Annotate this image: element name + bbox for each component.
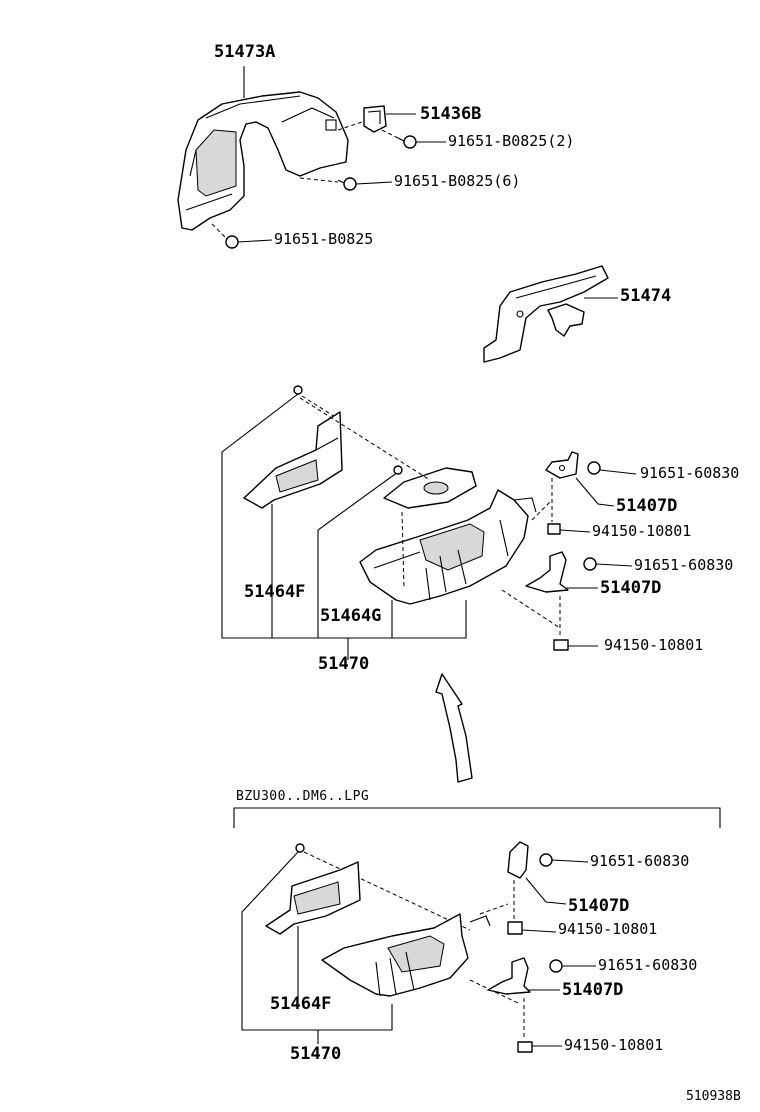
bracket-51407d-1 xyxy=(545,451,637,535)
label-bolt-91651-60830-b: 91651-60830 xyxy=(634,556,734,574)
bracket-51407d-4 xyxy=(487,957,596,1053)
label-51464f: 51464F xyxy=(244,582,306,602)
label-51464f-lower: 51464F xyxy=(270,994,332,1014)
label-51407d-d: 51407D xyxy=(562,980,624,1000)
label-nut-94150-10801-d: 94150-10801 xyxy=(564,1036,664,1054)
bolt-top-3 xyxy=(225,235,273,249)
label-51474: 51474 xyxy=(620,286,672,306)
label-51464g: 51464G xyxy=(320,606,382,626)
variant-caption: BZU300..DM6..LPG xyxy=(236,789,370,804)
bracket-51407d-2 xyxy=(525,551,633,651)
direction-arrow xyxy=(435,673,473,783)
label-51470-lower: 51470 xyxy=(290,1044,342,1064)
label-bolt-91651-60830-a: 91651-60830 xyxy=(640,464,740,482)
bolt-top-1 xyxy=(381,129,446,149)
label-51470: 51470 xyxy=(318,654,370,674)
bracket-51474 xyxy=(483,265,618,363)
fender-liner-51473a xyxy=(177,66,363,239)
label-bolt-91651-b0825-6: 91651-B0825(6) xyxy=(394,172,521,190)
label-bolt-91651-b0825-2: 91651-B0825(2) xyxy=(448,132,575,150)
label-bolt-91651-b0825: 91651-B0825 xyxy=(274,230,374,248)
variant-bracket xyxy=(233,807,721,828)
label-51436b: 51436B xyxy=(420,104,482,124)
label-51407d-b: 51407D xyxy=(600,578,662,598)
label-51473a: 51473A xyxy=(214,42,276,62)
label-nut-94150-10801-c: 94150-10801 xyxy=(558,920,658,938)
bracket-51407d-3 xyxy=(507,841,589,935)
label-bolt-91651-60830-c: 91651-60830 xyxy=(590,852,690,870)
assembly-51470 xyxy=(221,385,561,660)
label-51407d-c: 51407D xyxy=(568,896,630,916)
assembly-51470-lower xyxy=(241,843,521,1044)
label-nut-94150-10801-a: 94150-10801 xyxy=(592,522,692,540)
label-bolt-91651-60830-d: 91651-60830 xyxy=(598,956,698,974)
bolt-top-2 xyxy=(337,177,393,191)
clip-51436b xyxy=(363,105,416,133)
diagram-code: 510938B xyxy=(686,1089,741,1104)
label-51407d-a: 51407D xyxy=(616,496,678,516)
label-nut-94150-10801-b: 94150-10801 xyxy=(604,636,704,654)
